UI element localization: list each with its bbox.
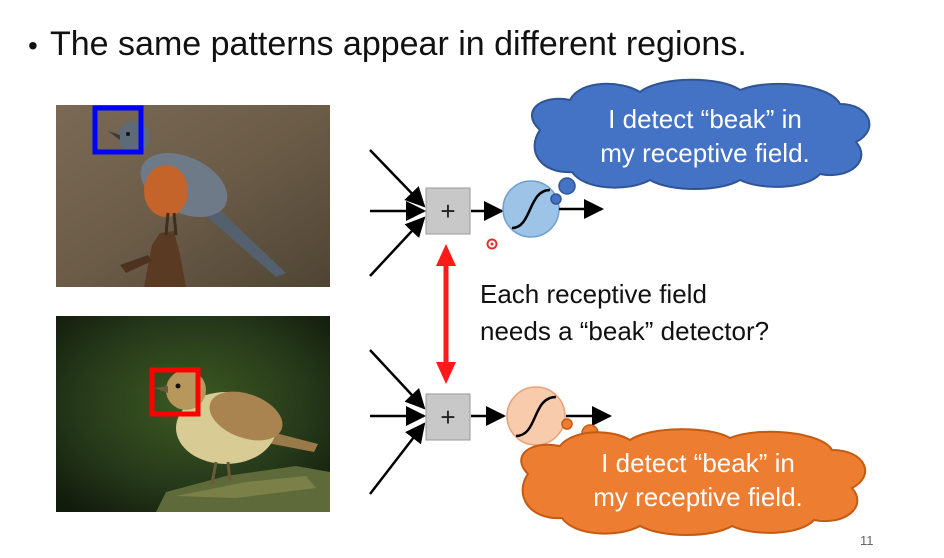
shared-detector-arrowhead-down <box>436 362 456 384</box>
title-text: The same patterns appear in different re… <box>50 25 747 63</box>
cloud-top-line2: my receptive field. <box>600 138 810 168</box>
question-text: Each receptive field needs a “beak” dete… <box>480 276 769 350</box>
shared-detector-arrowhead-up <box>436 244 456 266</box>
input-arrow <box>369 216 426 277</box>
sigmoid-curve-bottom <box>515 395 557 438</box>
sum-node-bottom <box>425 393 471 441</box>
sigmoid-curve-top <box>511 188 551 230</box>
receptive-field-box-red <box>149 367 201 417</box>
page-number: 11 <box>860 533 874 548</box>
thought-cloud-top <box>530 78 871 205</box>
cloud-bottom-line1: I detect “beak” in <box>601 448 795 478</box>
input-arrow <box>369 422 426 495</box>
bird-photo-top <box>56 105 330 287</box>
cloud-bottom-text: I detect “beak” in my receptive field. <box>548 446 848 514</box>
bullet: • <box>28 30 38 61</box>
question-line1: Each receptive field <box>480 279 707 309</box>
sum-node-top <box>425 187 471 235</box>
thought-cloud-bottom <box>520 418 867 536</box>
input-arrow <box>369 149 426 208</box>
sum-symbol-top: + <box>440 196 456 226</box>
receptive-field-box-blue <box>92 105 144 155</box>
pointer-marker <box>486 238 498 250</box>
question-line2: needs a “beak” detector? <box>480 316 770 346</box>
cloud-top-line1: I detect “beak” in <box>608 104 802 134</box>
cloud-top-text: I detect “beak” in my receptive field. <box>560 102 850 170</box>
cloud-bottom-line2: my receptive field. <box>593 482 803 512</box>
sum-symbol-bottom: + <box>440 402 456 432</box>
input-arrow <box>369 349 426 410</box>
slide-title: • The same patterns appear in different r… <box>28 22 747 68</box>
